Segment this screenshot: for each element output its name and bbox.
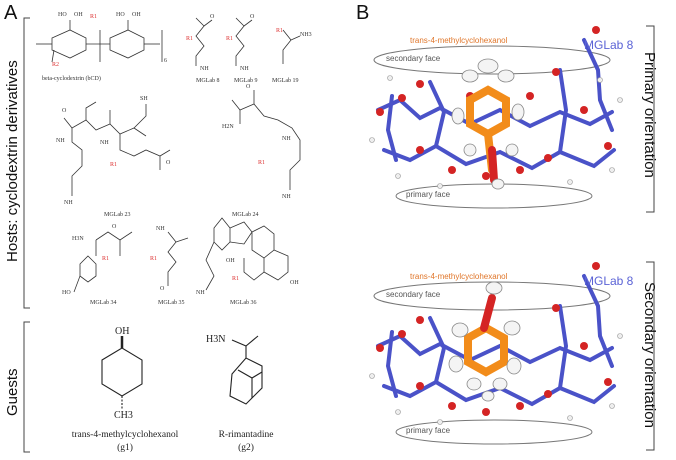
mglab36-nh: NH xyxy=(196,290,205,296)
top-guest-label: trans-4-methylcyclohexanol xyxy=(410,36,508,45)
caption-mglab24: MGLab 24 xyxy=(232,212,259,218)
caption-mglab35: MGLab 35 xyxy=(158,300,185,306)
mglab8-o: O xyxy=(210,14,215,20)
guest-g1-code: (g1) xyxy=(117,443,133,453)
bottom-primary-face: primary face xyxy=(406,426,451,435)
bcd-ho-1: HO xyxy=(58,12,67,18)
mglab23-o-2: O xyxy=(166,160,171,166)
mglab34-h3n: H3N xyxy=(72,236,84,242)
g1-ch3: CH3 xyxy=(114,410,133,421)
guest-g2-code: (g2) xyxy=(238,443,254,453)
mglab23-nh-1: NH xyxy=(56,138,65,144)
bcd-r2: R2 xyxy=(52,62,60,68)
mglab24-o: O xyxy=(246,84,251,90)
mglab23-r1: R1 xyxy=(110,162,118,168)
caption-mglab19: MGLab 19 xyxy=(272,78,299,84)
mglab9-o: O xyxy=(250,14,255,20)
mglab35-r1: R1 xyxy=(150,256,158,262)
caption-bcd: beta-cyclodextrin (bCD) xyxy=(42,76,101,82)
bottom-orientation: Secondary orientation xyxy=(641,282,658,428)
caption-mglab36: MGLab 36 xyxy=(230,300,257,306)
caption-mglab9: MGLab 9 xyxy=(234,78,258,84)
bcd-six: 6 xyxy=(164,58,167,64)
bottom-secondary-face: secondary face xyxy=(386,290,441,299)
g2-h3n: H3N xyxy=(206,334,226,345)
mglab23-nh-2: NH xyxy=(100,140,109,146)
guest-g1-name: trans-4-methylcyclohexanol xyxy=(71,430,179,440)
bottom-guest-label: trans-4-methylcyclohexanol xyxy=(410,272,508,281)
mglab24-r1: R1 xyxy=(258,160,266,166)
panel-a-letter: A xyxy=(4,2,18,24)
mglab8-r1: R1 xyxy=(186,36,194,42)
bcd-oh-2: OH xyxy=(132,12,141,18)
mglab19-nh3: NH3 xyxy=(300,32,312,38)
mglab34-ho: HO xyxy=(62,290,71,296)
caption-mglab8: MGLab 8 xyxy=(196,78,220,84)
mglab36-r1: R1 xyxy=(232,276,240,282)
mglab19-r1: R1 xyxy=(276,28,284,34)
mglab35-nh: NH xyxy=(156,226,165,232)
top-secondary-face: secondary face xyxy=(386,54,441,63)
bcd-ho-2: HO xyxy=(116,12,125,18)
top-orientation: Primary orientation xyxy=(641,52,658,178)
mglab34-r1: R1 xyxy=(102,256,110,262)
mglab34-o: O xyxy=(112,224,117,230)
caption-mglab34: MGLab 34 xyxy=(90,300,117,306)
mglab23-o-1: O xyxy=(62,108,67,114)
mglab24-h2n: H2N xyxy=(222,124,234,130)
guest-g2-name: R-rimantadine xyxy=(218,430,274,440)
mglab9-r1: R1 xyxy=(226,36,234,42)
bottom-host-label: MGLab 8 xyxy=(584,274,634,288)
mglab23-sh: SH xyxy=(140,96,148,102)
caption-mglab23: MGLab 23 xyxy=(104,212,131,218)
panel-b-letter: B xyxy=(356,2,370,24)
mglab36-oh-1: OH xyxy=(226,258,235,264)
mglab9-nh: NH xyxy=(240,66,249,72)
bcd-oh-1: OH xyxy=(74,12,83,18)
g1-oh: OH xyxy=(115,326,130,337)
top-primary-face: primary face xyxy=(406,190,451,199)
mglab24-nh-1: NH xyxy=(282,136,291,142)
bcd-r1: R1 xyxy=(90,14,98,20)
mglab35-o: O xyxy=(160,286,165,292)
mglab36-oh-2: OH xyxy=(290,280,299,286)
mglab8-nh: NH xyxy=(200,66,209,72)
top-host-label: MGLab 8 xyxy=(584,38,634,52)
mglab24-nh-2: NH xyxy=(282,194,291,200)
mglab23-nh-3: NH xyxy=(64,200,73,206)
